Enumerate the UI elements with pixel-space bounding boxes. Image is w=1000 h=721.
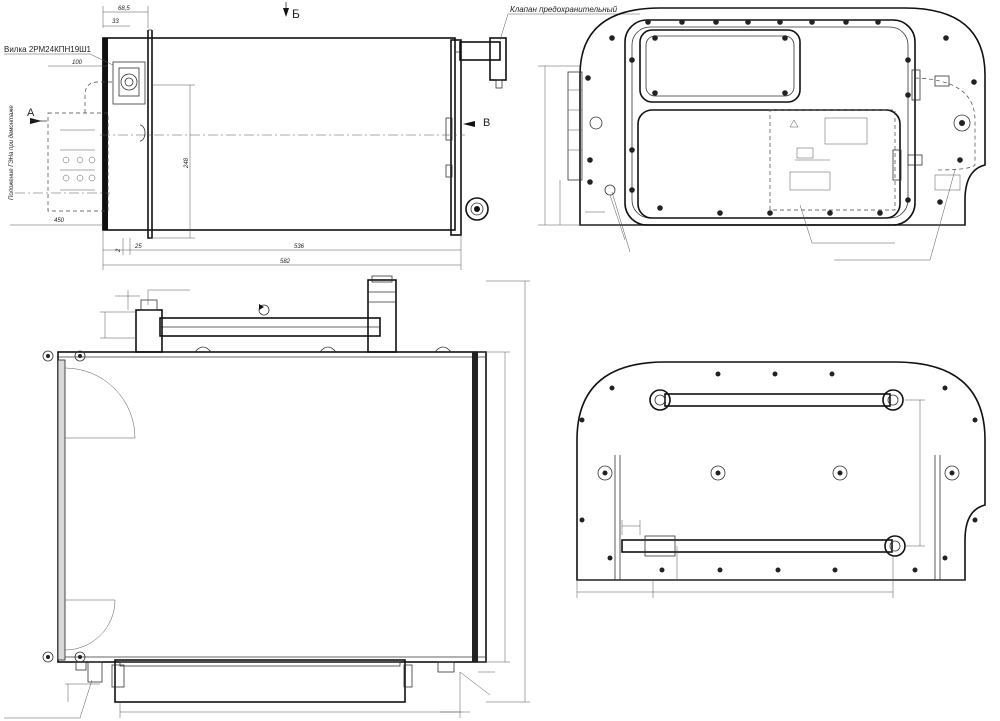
right-flange — [472, 352, 478, 662]
arrow-a-label: А — [27, 107, 35, 119]
left-wall-insulation — [57, 359, 66, 661]
view-a-lower-window — [637, 109, 901, 219]
control-unit-outline — [769, 109, 896, 211]
view-a — [538, 7, 986, 261]
dismount-outline — [47, 112, 109, 212]
tank-body — [102, 37, 456, 231]
front-view — [4, 275, 530, 719]
dim-248: 248 — [184, 157, 190, 169]
bottom-tray — [114, 659, 406, 703]
view-a-top-window — [639, 29, 801, 103]
view-b-outline — [576, 361, 986, 581]
view-a-frame — [624, 19, 916, 226]
pipe-elbow-left — [135, 309, 163, 353]
view-b — [576, 361, 986, 598]
arrow-b-label: В — [483, 117, 490, 129]
drain-fitting — [465, 197, 489, 221]
front-flange — [103, 38, 108, 230]
right-bracket — [450, 39, 462, 236]
valve-label: Клапан предохранительный — [510, 5, 618, 14]
view-a-left-strip — [567, 71, 583, 181]
section-mark-b: Б — [292, 7, 300, 21]
dim-33: 33 — [112, 19, 119, 25]
front-body — [57, 351, 487, 663]
dim-68-5: 68,5 — [118, 6, 130, 12]
inlet-pipe — [621, 539, 893, 553]
dismount-label: Положение ГЭНа при демонтаже — [9, 105, 15, 200]
dim-100: 100 — [72, 60, 83, 66]
valve-pipe — [459, 41, 501, 61]
dim-536: 536 — [294, 244, 305, 250]
dim-582: 582 — [280, 259, 291, 265]
valve-riser — [367, 279, 397, 353]
outlet-pipe — [664, 393, 891, 407]
dim-2: 2 — [116, 248, 122, 253]
left-bracket — [147, 30, 153, 239]
dim-450: 450 — [54, 218, 65, 224]
dim-25: 25 — [134, 244, 142, 250]
top-side-view: Б А В Вилка 2РМ24КПН19Ш1 Клапан предохра… — [4, 2, 640, 270]
cable-entry — [87, 661, 103, 683]
plug-label: Вилка 2РМ24КПН19Ш1 — [4, 45, 91, 54]
view-a-outline — [579, 7, 986, 226]
plug-housing — [112, 61, 146, 105]
